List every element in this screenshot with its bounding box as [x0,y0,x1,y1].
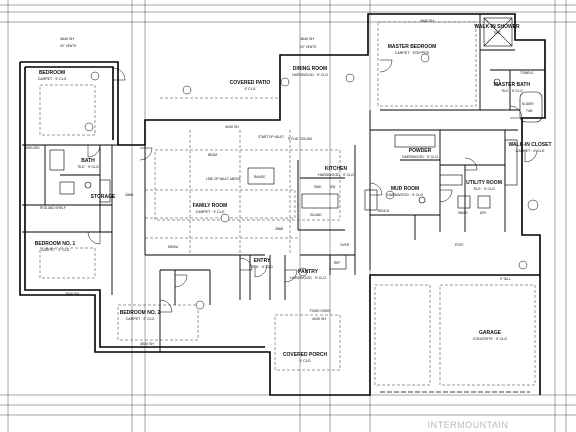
room-name: STORAGE [91,194,116,200]
washer-icon [457,195,471,209]
note-bench: BENCH [378,209,390,213]
room-finish: HARDWOOD · 9' CLG [387,193,423,197]
vents-label: 24" VENTS [60,44,76,48]
room-finish: TILE · 9' CLG [501,89,523,93]
room-name: MASTER BEDROOM [388,44,437,50]
note-range: RANGE [254,175,265,179]
note-tall: 9' TALL [500,277,511,281]
room-name: ENTRY [254,258,271,264]
room-name: DINING ROOM [293,66,327,72]
room-finish: CARPET · 9' CLG [126,317,155,321]
note-dryer: DRY [480,211,488,215]
dimension-label: 4040 SH [225,125,239,129]
door-swings [87,59,538,313]
note-island: ISLAND [310,213,322,217]
dryer-icon [477,195,491,209]
range-icon [247,167,275,185]
toilet-icon [84,181,92,189]
room-name: GARAGE [479,330,502,336]
garage-door-lines [380,235,541,393]
dimension-label: 4040 SH [312,317,326,321]
room-name: BEDROOM NO. 1 [35,241,76,247]
door-size-label: 2868 [275,227,283,231]
room-finish: TILE · 9' CLG [473,187,495,191]
room-finish: CARPET · 9' CLG [516,149,545,153]
note-refrig: REF [334,261,340,265]
room-name: PANTRY [298,269,319,275]
room-finish: CARPET · 9' CLG [196,210,225,214]
note-media: MEDIA [168,245,179,249]
note-washer: WASH [458,211,468,215]
shower-icon [483,17,513,47]
note-tub: TUB [526,109,532,113]
fixtures [49,17,543,270]
room-name: UTILITY ROOM [466,180,502,186]
room-name: KITCHEN [325,166,348,172]
note-shelves: SHELVES [25,146,39,150]
room-finish: 9' CLG [244,87,255,91]
note-flat-ceiling: 9' FLAT CEILING [288,137,313,141]
note-towels: TOWELS [520,71,533,75]
exterior-walls [19,13,546,396]
note-start-vault: START OF VAULT [258,135,284,139]
room-name: MUD ROOM [391,186,419,192]
room-name: WALK-IN CLOSET [508,142,551,148]
dimension-label: 3640 SH [420,19,434,23]
dimension-label: 3640 SH [140,342,154,346]
note-oven: OVEN [340,243,350,247]
room-finish: 9' CLG [299,359,310,363]
room-name: BEDROOM NO. 2 [120,310,161,316]
room-finish: HARDWOOD · 9' CLG [292,73,328,77]
section-markers [84,53,539,310]
room-name: FAMILY ROOM [193,203,228,209]
note-beam: BEAM [208,153,217,157]
room-finish: TILE · 9' CLG [251,265,273,269]
room-finish: HARDWOOD · 9' CLG [402,155,438,159]
dimension-label: 3640 SH [60,37,74,41]
tub-icon [519,91,543,123]
room-finish: CONCRETE · 9' CLG [473,337,508,341]
toilet-icon [418,196,426,204]
room-name: BEDROOM [39,70,65,76]
kitchen-island [301,193,339,209]
dimension-label: 3640 SH [300,37,314,41]
room-finish: CARPET · 9' CLG [41,248,70,252]
plan-notes: ROD AND SHELF SHELVES START OF VAULT LIN… [25,19,534,346]
note-sink: SINK [314,185,322,189]
room-finish: HARDWOOD · 9' CLG [290,276,326,280]
watermark: INTERMOUNTAIN [428,420,509,430]
dashed-vault-lines [39,21,536,386]
room-name: BATH [81,158,95,164]
room-name: MASTER BATH [494,82,530,88]
room-name: POWDER [409,148,432,154]
note-dishwasher: DW [330,185,335,189]
note-line-vault: LINE OF VAULT ABOVE [206,177,241,181]
refrigerator-icon [329,254,347,270]
toilet-icon [493,78,501,86]
note-slider: SLIDER [522,102,534,106]
note-rod-shelf: ROD AND SHELF [40,206,66,210]
room-labels: BEDROOM CARPET · 9' CLG BATH TILE · 9' C… [35,24,552,363]
room-finish: CARPET · 9' CLG [38,77,67,81]
room-finish: HARDWOOD · 9' CLG [318,173,354,177]
room-name: WALK-IN SHOWER [474,24,520,30]
vents-label: 24" VENTS [300,45,316,49]
room-finish: TILE [493,31,501,35]
door-size-label: 2868 [125,193,133,197]
note-post: POST [455,243,464,247]
room-name: COVERED PORCH [283,352,328,358]
room-name: COVERED PATIO [230,80,271,86]
room-finish: CARPET · STEPPED [395,51,430,55]
note-fixed: FIXED GRIDS [310,309,330,313]
dimension-label: 3640 SH [65,292,79,296]
room-finish: TILE · 9' CLG [77,165,99,169]
